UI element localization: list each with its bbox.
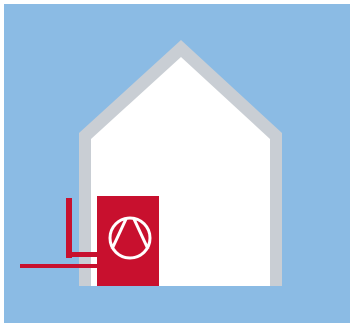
outgoing-pipe bbox=[20, 264, 102, 268]
upper-horizontal-pipe bbox=[66, 252, 102, 257]
vertical-pipe bbox=[66, 198, 72, 258]
